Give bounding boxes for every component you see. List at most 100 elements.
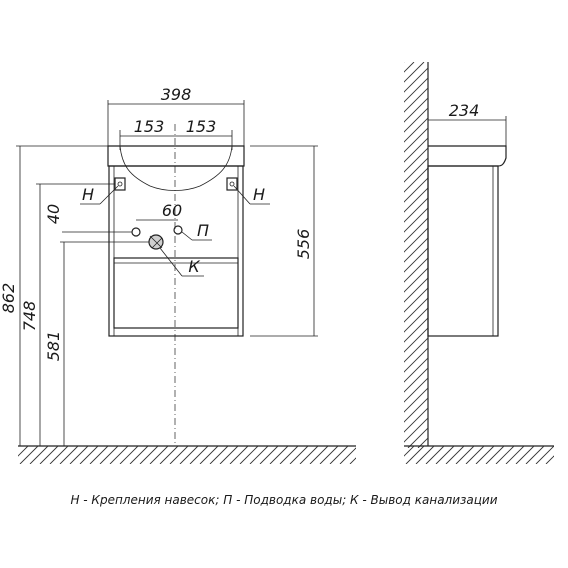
hatch-stroke <box>79 446 99 464</box>
hatch-stroke <box>289 446 309 464</box>
hatch-stroke <box>404 62 425 83</box>
hatch-stroke <box>219 446 239 464</box>
hatch-stroke <box>169 446 189 464</box>
hatch-stroke <box>404 67 428 93</box>
hatch-stroke <box>405 446 425 464</box>
label-mount-right: Н <box>253 185 265 204</box>
hatch-stroke <box>349 457 356 464</box>
hatch-stroke <box>425 446 445 464</box>
hatch-stroke <box>404 367 428 393</box>
dim-153-right: 153 <box>186 117 217 136</box>
hatch-stroke <box>319 446 339 464</box>
mount-bracket-right <box>226 177 238 191</box>
label-drain: К <box>188 257 200 276</box>
front-view: 398 153 153 60 556 862 748 581 40 Н <box>0 85 356 464</box>
leader-mount-left <box>99 185 119 205</box>
hatch-stroke <box>69 446 89 464</box>
hatch-stroke <box>329 446 349 464</box>
hatch-stroke <box>19 446 39 464</box>
hatch-stroke <box>535 446 554 464</box>
hatch-stroke <box>339 447 356 464</box>
hatch-stroke <box>404 227 428 253</box>
leader-water <box>181 231 193 241</box>
water-inlet-right <box>173 225 183 235</box>
hatch-stroke <box>404 87 428 113</box>
hatch-stroke <box>149 446 169 464</box>
hatch-stroke <box>445 446 465 464</box>
mount-hole-left <box>117 181 123 187</box>
hatch-stroke <box>139 446 159 464</box>
hatch-stroke <box>495 446 515 464</box>
mount-bracket-left <box>114 177 126 191</box>
side-view: 234 <box>404 62 554 464</box>
water-inlet-left <box>131 227 141 237</box>
hatch-stroke <box>309 446 329 464</box>
hatch-stroke <box>59 446 79 464</box>
hatch-stroke <box>404 297 428 323</box>
hatch-stroke <box>404 77 428 103</box>
floor-hatch-front <box>18 446 356 464</box>
dim-60: 60 <box>162 201 182 220</box>
hatch-stroke <box>404 207 428 233</box>
hatch-stroke <box>404 217 428 243</box>
hatch-stroke <box>179 446 199 464</box>
hatch-stroke <box>159 446 179 464</box>
drawer-front <box>113 257 239 329</box>
hatch-stroke <box>404 257 428 283</box>
hatch-stroke <box>39 446 59 464</box>
hatch-stroke <box>299 446 319 464</box>
hatch-stroke <box>415 446 435 464</box>
hatch-stroke <box>99 446 119 464</box>
dim-862: 862 <box>0 283 18 314</box>
label-water: П <box>197 221 209 240</box>
mount-hole-right <box>229 181 235 187</box>
hatch-stroke <box>404 107 428 133</box>
hatch-stroke <box>18 446 29 457</box>
hatch-stroke <box>435 446 455 464</box>
dim-748: 748 <box>20 301 39 332</box>
basin-side-profile <box>428 145 507 167</box>
hatch-stroke <box>404 377 428 403</box>
hatch-stroke <box>545 455 554 464</box>
hatch-stroke <box>404 62 415 73</box>
hatch-stroke <box>475 446 495 464</box>
leader-mount-right <box>233 185 251 205</box>
hatch-stroke <box>18 446 19 447</box>
hatch-stroke <box>404 117 428 143</box>
hatch-stroke <box>455 446 475 464</box>
dim-398: 398 <box>161 85 192 104</box>
hatch-stroke <box>505 446 525 464</box>
hatch-stroke <box>269 446 289 464</box>
floor-hatch-side <box>404 446 554 464</box>
cabinet-side-body <box>427 165 499 337</box>
hatch-stroke <box>279 446 299 464</box>
hatch-stroke <box>229 446 249 464</box>
hatch-stroke <box>249 446 269 464</box>
wall-hatch <box>404 62 428 448</box>
hatch-stroke <box>515 446 535 464</box>
hatch-stroke <box>49 446 69 464</box>
hatch-stroke <box>404 287 428 313</box>
legend-text: Н - Крепления навесок; П - Подводка воды… <box>70 493 497 507</box>
hatch-stroke <box>189 446 209 464</box>
hatch-stroke <box>209 446 229 464</box>
hatch-stroke <box>89 446 109 464</box>
cabinet-body <box>108 165 244 337</box>
hatch-stroke <box>119 446 139 464</box>
basin-outline <box>107 145 245 167</box>
hatch-stroke <box>525 446 545 464</box>
hatch-stroke <box>239 446 259 464</box>
drain-hatch-1 <box>149 235 163 249</box>
hatch-stroke <box>129 446 149 464</box>
hatch-stroke <box>199 446 219 464</box>
hatch-stroke <box>485 446 505 464</box>
label-mount-left: Н <box>82 185 94 204</box>
hatch-stroke <box>465 446 485 464</box>
dim-234: 234 <box>449 101 480 120</box>
dim-581: 581 <box>44 331 63 362</box>
hatch-stroke <box>109 446 129 464</box>
dim-40: 40 <box>44 204 63 224</box>
hatch-stroke <box>29 446 49 464</box>
basin-bowl <box>119 145 233 191</box>
